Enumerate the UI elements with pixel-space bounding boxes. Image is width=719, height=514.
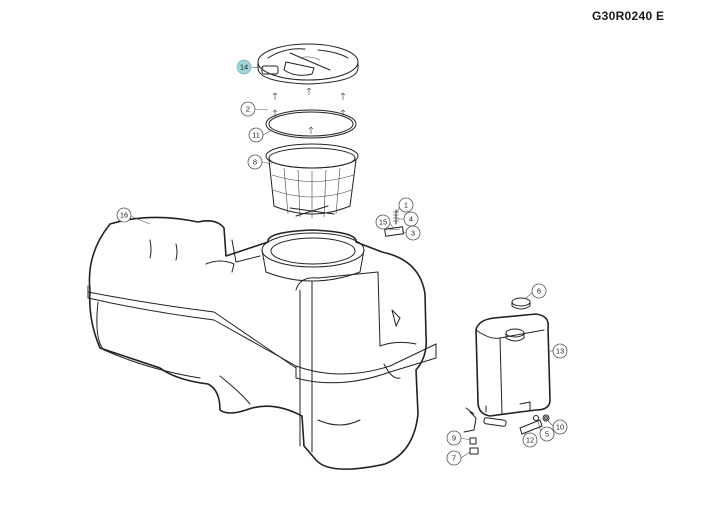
drawing-code: G30R0240 bbox=[592, 9, 653, 23]
lid-fastener-marks bbox=[272, 87, 346, 100]
callout-11[interactable]: 11 bbox=[248, 127, 264, 143]
hardware-small-parts[interactable] bbox=[384, 209, 404, 237]
callout-14-label: 14 bbox=[240, 63, 248, 72]
callout-9[interactable]: 9 bbox=[446, 430, 462, 446]
callout-10[interactable]: 10 bbox=[552, 419, 568, 435]
hose-fittings[interactable] bbox=[463, 407, 550, 455]
callout-16-label: 16 bbox=[120, 211, 128, 220]
callout-6[interactable]: 6 bbox=[531, 283, 547, 299]
callout-6-label: 6 bbox=[537, 287, 541, 296]
basket-strainer[interactable] bbox=[265, 143, 359, 218]
callout-7[interactable]: 7 bbox=[446, 450, 462, 466]
callout-7-label: 7 bbox=[452, 454, 456, 463]
gasket-ring[interactable] bbox=[265, 109, 357, 139]
callout-13-label: 13 bbox=[556, 347, 564, 356]
callout-3-label: 3 bbox=[411, 229, 415, 238]
leader-lines bbox=[129, 66, 554, 459]
callout-15-label: 15 bbox=[379, 218, 387, 227]
callout-8[interactable]: 8 bbox=[247, 154, 263, 170]
callout-16[interactable]: 16 bbox=[116, 207, 132, 223]
callout-2[interactable]: 2 bbox=[240, 101, 256, 117]
drawing-revision: E bbox=[656, 9, 665, 23]
callout-2-label: 2 bbox=[246, 105, 250, 114]
callout-14[interactable]: 14 bbox=[236, 59, 252, 75]
callout-8-label: 8 bbox=[253, 158, 257, 167]
callout-12[interactable]: 12 bbox=[522, 432, 538, 448]
callout-4[interactable]: 4 bbox=[403, 211, 419, 227]
callout-11-label: 11 bbox=[252, 131, 260, 140]
callout-12-label: 12 bbox=[526, 436, 534, 445]
callout-1[interactable]: 1 bbox=[398, 197, 414, 213]
callout-5-label: 5 bbox=[545, 430, 549, 439]
callout-3[interactable]: 3 bbox=[405, 225, 421, 241]
main-tank[interactable] bbox=[87, 216, 437, 470]
callout-10-label: 10 bbox=[556, 423, 564, 432]
callout-13[interactable]: 13 bbox=[552, 343, 568, 359]
callout-1-label: 1 bbox=[404, 201, 408, 210]
callout-5[interactable]: 5 bbox=[539, 426, 555, 442]
callout-4-label: 4 bbox=[409, 215, 413, 224]
tank-lid[interactable] bbox=[257, 43, 359, 85]
callout-15[interactable]: 15 bbox=[375, 214, 391, 230]
callout-9-label: 9 bbox=[452, 434, 456, 443]
auxiliary-tank[interactable] bbox=[475, 297, 551, 417]
